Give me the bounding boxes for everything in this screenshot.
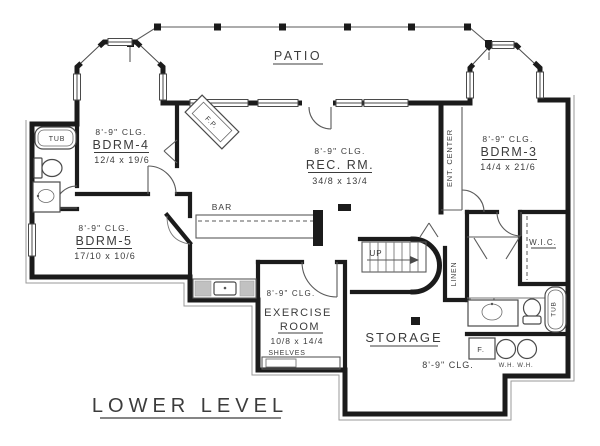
window: [516, 46, 537, 66]
rec-rm-dims: 34/8 x 13/4: [312, 176, 368, 186]
sink-icon: [467, 299, 519, 327]
bathroom-left-fixtures: [32, 126, 77, 213]
window: [491, 41, 515, 49]
foundation-outline: [25, 95, 575, 421]
shelves-icon: [261, 356, 341, 370]
door-bdrm4: [147, 165, 177, 195]
curved-stair-wall: [410, 236, 442, 295]
exercise-name-1: EXERCISE: [264, 307, 332, 319]
door-ent-hall: [461, 189, 485, 213]
windows: [28, 38, 544, 257]
sink-icon: [32, 181, 61, 213]
bdrm4-clg: 8'-9" CLG.: [95, 127, 146, 137]
window: [466, 71, 474, 99]
bdrm4-dims: 12/4 x 19/6: [94, 155, 150, 165]
door-wic: [496, 211, 522, 237]
rec-rm-clg: 8'-9" CLG.: [314, 146, 365, 156]
window: [536, 71, 544, 99]
stairs-up: [361, 241, 427, 273]
shelves-label: SHELVES: [268, 350, 305, 357]
bdrm3-name: BDRM-3: [481, 145, 538, 159]
window: [470, 46, 490, 67]
kitchenette-counter: [192, 278, 257, 299]
water-heater-icon: [516, 338, 538, 360]
labels: PATIO 8'-9" CLG. BDRM-4 12/4 x 19/6 8'-9…: [49, 49, 558, 419]
tub-icon: [544, 286, 567, 333]
tub-right-label: TUB: [551, 301, 558, 316]
window: [28, 223, 36, 257]
plan-title: LOWER LEVEL: [92, 395, 288, 417]
storage-name: STORAGE: [365, 330, 442, 345]
water-heater-icon: [495, 338, 517, 360]
tub-left-label: TUB: [49, 136, 65, 143]
bdrm3-dims: 14/4 x 21/6: [480, 162, 536, 172]
ent-center-label: ENT. CENTER: [445, 129, 454, 187]
storage-clg: 8'-9" CLG.: [422, 360, 473, 370]
linen-label: LINEN: [451, 262, 458, 287]
tub-icon: [34, 126, 77, 150]
bdrm5-clg: 8'-9" CLG.: [78, 223, 129, 233]
toilet-icon: [33, 157, 63, 179]
bdrm5-dims: 17/10 x 10/6: [74, 251, 136, 261]
ent-center-unit: [441, 107, 463, 211]
interior-walls: [29, 100, 571, 373]
bdrm3-clg: 8'-9" CLG.: [482, 134, 533, 144]
window: [138, 43, 162, 66]
wic-label: W.I.C.: [529, 238, 557, 247]
window: [73, 73, 81, 101]
structural-post: [338, 204, 351, 211]
double-door-bdrm4-rec: [163, 139, 178, 164]
bar-label: BAR: [212, 202, 232, 212]
bdrm4-name: BDRM-4: [93, 138, 150, 152]
furnace-icon: [468, 337, 496, 360]
window: [257, 99, 299, 107]
door-opening: [302, 98, 333, 108]
stair-arrow-icon: [410, 256, 419, 264]
bar-counter: [195, 210, 323, 246]
patio-label: PATIO: [274, 49, 322, 63]
toilet-icon: [522, 298, 542, 325]
fireplace-icon: F.P.: [184, 94, 240, 150]
double-door-rec-hall: [419, 222, 439, 238]
window: [335, 99, 363, 107]
furnace-label: F.: [477, 345, 484, 354]
window: [107, 38, 133, 46]
window: [363, 99, 409, 107]
exercise-clg: 8'-9" CLG.: [267, 289, 316, 298]
door-bdrm5-arc: [166, 215, 191, 245]
structural-post: [411, 317, 420, 325]
water-heaters-label: W.H. W.H.: [499, 363, 534, 369]
up-label: UP: [369, 249, 382, 258]
rec-rm-name: REC. RM.: [306, 158, 374, 172]
open-door-leaf-bdrm5: [164, 212, 193, 246]
bdrm5-name: BDRM-5: [76, 234, 133, 248]
window: [78, 43, 102, 66]
door-exercise: [301, 261, 338, 298]
double-door-bdrm3: [467, 236, 520, 260]
mechanical-fixtures: [468, 337, 538, 360]
exercise-dims: 10/8 x 14/4: [270, 336, 323, 346]
exercise-name-2: ROOM: [280, 321, 320, 333]
door-patio: [308, 106, 332, 130]
bathroom-right-fixtures: [467, 286, 567, 333]
window: [159, 73, 167, 101]
